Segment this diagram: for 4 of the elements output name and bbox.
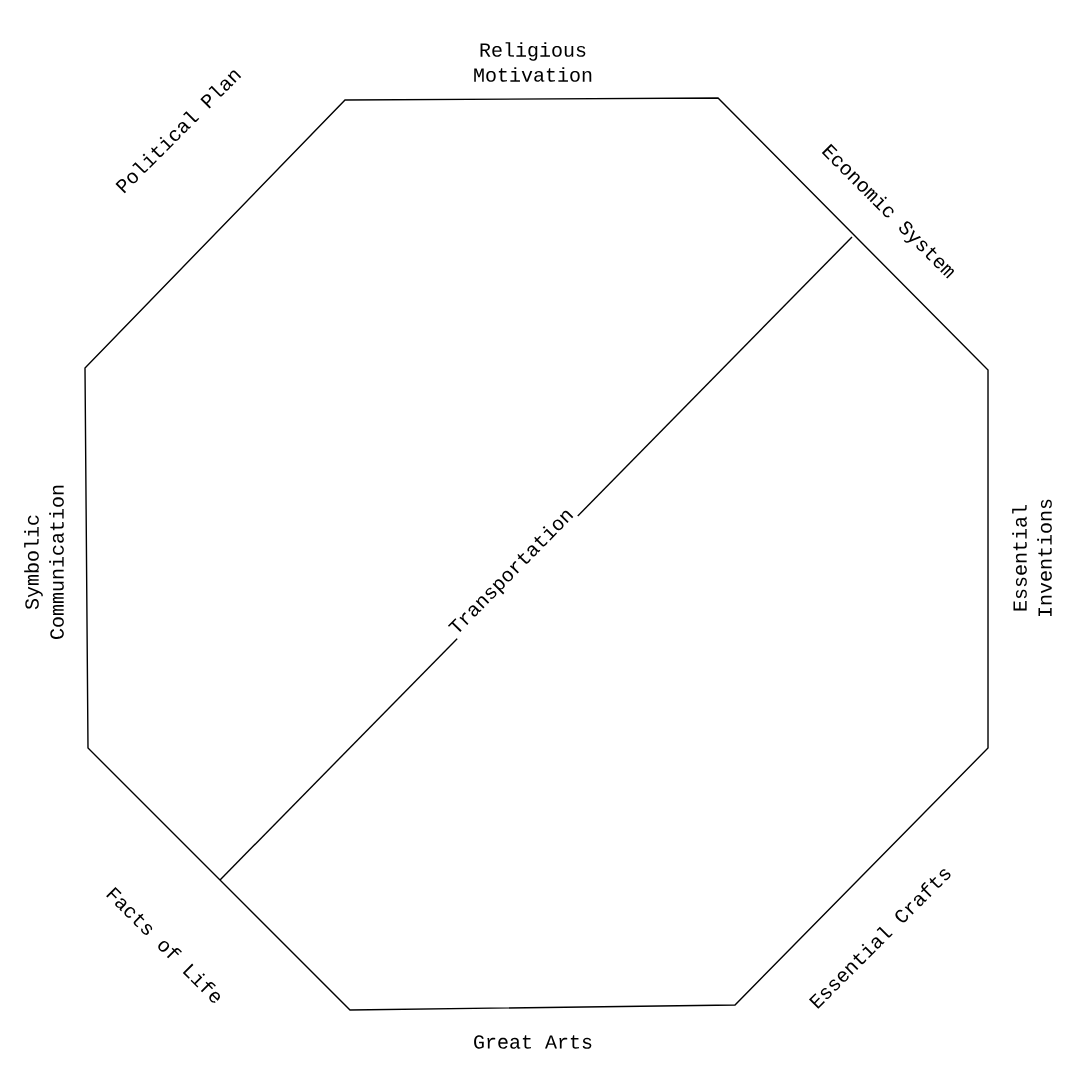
side-label: Symbolic Communication bbox=[24, 485, 64, 639]
side-label: Essential Inventions bbox=[1012, 499, 1052, 617]
side-label: Great Arts bbox=[474, 1035, 592, 1049]
side-label: Religious Motivation bbox=[474, 42, 592, 82]
